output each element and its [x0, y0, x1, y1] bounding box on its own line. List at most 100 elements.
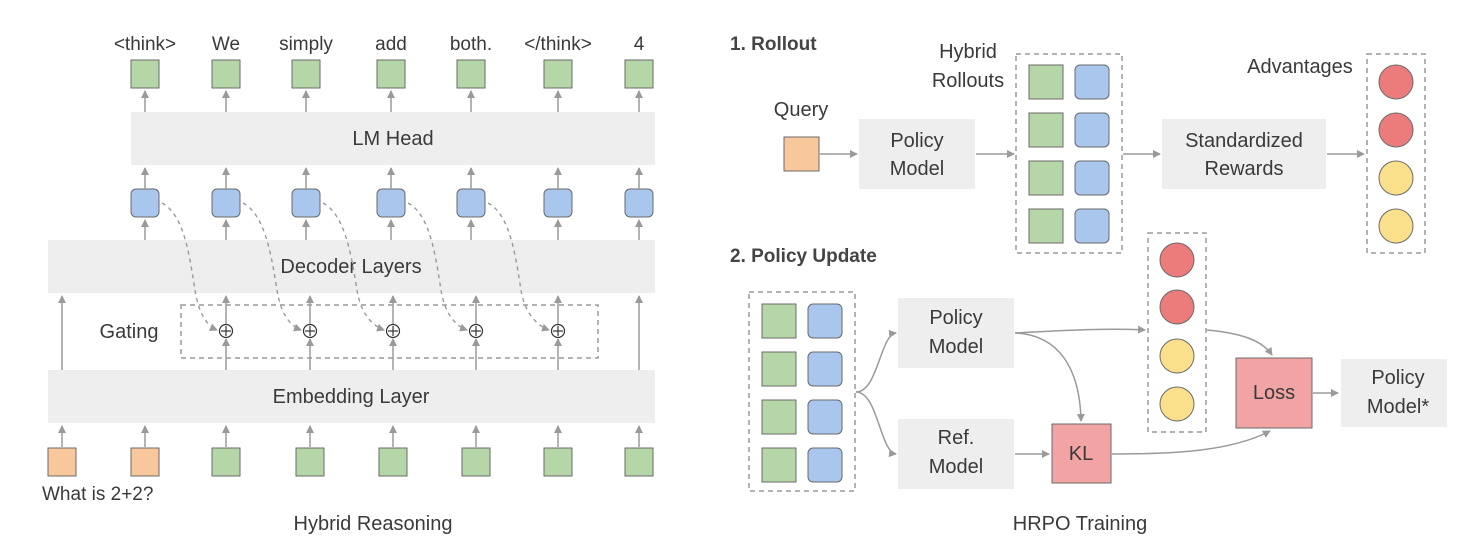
output-token-square	[291, 59, 321, 89]
policy-to-kl-arrow	[1014, 332, 1085, 422]
output-token-text: add	[375, 34, 407, 55]
rollout-green-square	[761, 399, 797, 435]
rollouts-to-policy-arrow	[855, 329, 897, 393]
policy-update-title: 2. Policy Update	[730, 246, 877, 267]
kl-label: KL	[1069, 443, 1093, 465]
output-token-square	[624, 59, 654, 89]
output-token-square	[543, 59, 573, 89]
output-token-square	[456, 59, 486, 89]
rollout-green-square	[1028, 112, 1064, 148]
standardized-rewards-label: Standardized	[1185, 130, 1303, 152]
query-label: Query	[774, 99, 828, 121]
standardized-rewards-label: Rewards	[1205, 158, 1284, 180]
update-policy-model-box	[898, 298, 1014, 368]
input-token-square	[378, 447, 408, 477]
embedding-layer-box	[48, 370, 655, 423]
query-token-square	[47, 447, 77, 477]
rollout-green-square	[761, 351, 797, 387]
hidden-state-square	[543, 188, 573, 218]
input-token-square	[295, 447, 325, 477]
hybrid-rollout-grid	[1028, 64, 1110, 244]
query-token-square	[130, 447, 160, 477]
circle-plus-icon	[302, 323, 318, 339]
update-advantages-box	[1147, 232, 1207, 433]
output-token-text: We	[212, 34, 240, 55]
input-question-text: What is 2+2?	[42, 484, 153, 505]
rollout-green-square	[1028, 160, 1064, 196]
advantage-circle	[1378, 112, 1414, 148]
advantage-circle	[1159, 338, 1195, 374]
rollout-blue-square	[1074, 64, 1110, 100]
input-token-squares	[47, 447, 654, 477]
circle-plus-icon	[550, 323, 566, 339]
ref-model-box	[898, 419, 1014, 489]
loss-label: Loss	[1253, 382, 1295, 404]
gate-to-decoder-arrows	[222, 295, 562, 324]
rollout-blue-square	[807, 351, 843, 387]
update-advantage-circles	[1159, 242, 1195, 422]
rollouts-to-ref-arrow	[855, 391, 897, 458]
input-to-embedding-arrows	[58, 425, 643, 447]
policy-model-box	[859, 119, 975, 189]
advantage-circle	[1159, 289, 1195, 325]
standardized-rewards-box	[1162, 119, 1326, 189]
hidden-state-square	[211, 188, 241, 218]
input-token-square	[211, 447, 241, 477]
updated-policy-model-label: Policy	[1371, 367, 1424, 389]
hidden-to-head-arrows	[141, 167, 643, 189]
hidden-state-square	[376, 188, 406, 218]
advantage-circles	[1378, 64, 1414, 244]
lm-head-box	[131, 112, 655, 165]
circle-plus-icon	[218, 323, 234, 339]
decoder-to-hidden-arrows	[141, 219, 643, 240]
gating-plus-icons	[218, 323, 566, 339]
update-policy-model-label: Model	[929, 336, 983, 358]
decoder-layers-label: Decoder Layers	[280, 256, 421, 278]
policy-model-label: Model	[890, 158, 944, 180]
lm-head-arrows	[141, 90, 643, 112]
rollout-blue-square	[807, 399, 843, 435]
advantage-circle	[1378, 160, 1414, 196]
hybrid-rollouts-label: Rollouts	[932, 70, 1004, 92]
hidden-feedback-curves	[161, 202, 550, 332]
input-token-square	[543, 447, 573, 477]
lm-head-label: LM Head	[352, 128, 433, 150]
output-token-square	[376, 59, 406, 89]
rollout-blue-square	[1074, 112, 1110, 148]
output-token-text: 4	[634, 34, 645, 55]
hidden-state-square	[291, 188, 321, 218]
query-square	[783, 136, 820, 172]
hybrid-rollouts-label: Hybrid	[939, 41, 997, 63]
advantage-circle	[1159, 242, 1195, 278]
ref-model-label: Ref.	[938, 427, 975, 449]
update-policy-model-label: Policy	[929, 307, 982, 329]
circle-plus-icon	[385, 323, 401, 339]
kl-box	[1051, 423, 1112, 484]
hidden-state-square	[456, 188, 486, 218]
hidden-state-square	[624, 188, 654, 218]
output-token-text: </think>	[524, 34, 592, 55]
hybrid-reasoning-caption: Hybrid Reasoning	[294, 513, 453, 535]
advantage-circle	[1159, 386, 1195, 422]
update-rollout-grid	[761, 303, 843, 483]
rollout-blue-square	[1074, 160, 1110, 196]
rollout-blue-square	[1074, 208, 1110, 244]
embedding-to-gate-arrows	[222, 338, 562, 370]
advantage-circle	[1378, 64, 1414, 100]
output-token-square	[130, 59, 160, 89]
hidden-state-square	[130, 188, 160, 218]
embedding-layer-label: Embedding Layer	[273, 386, 430, 408]
rollout-title: 1. Rollout	[730, 34, 817, 55]
circle-plus-icon	[468, 323, 484, 339]
loss-box	[1235, 357, 1313, 429]
output-token-square	[211, 59, 241, 89]
input-token-square	[461, 447, 491, 477]
output-token-text: simply	[279, 34, 333, 55]
advantages-to-loss-arrow	[1206, 329, 1273, 356]
output-token-squares	[130, 59, 654, 89]
updated-policy-model-box	[1341, 359, 1447, 427]
advantage-circle	[1378, 208, 1414, 244]
rollout-green-square	[1028, 64, 1064, 100]
rollout-green-square	[761, 447, 797, 483]
